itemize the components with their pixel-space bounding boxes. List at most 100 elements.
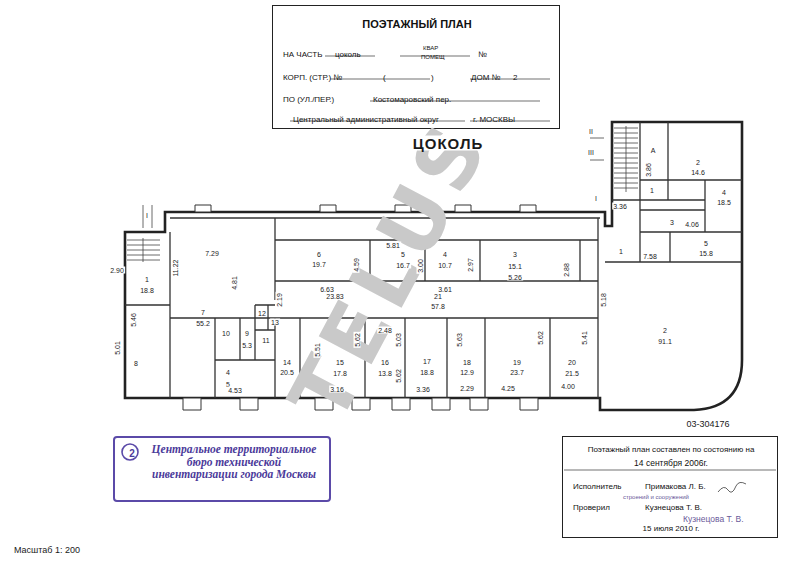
room-label: 5.46	[130, 312, 137, 328]
room-label: 5	[400, 251, 406, 258]
plan-text: Исполнитель	[573, 483, 622, 492]
room-label: 4.59	[353, 257, 360, 273]
plan-text: Проверил	[573, 504, 610, 513]
room-label: 21	[433, 293, 443, 300]
room-label: 1	[649, 187, 655, 194]
room-label: 3.86	[645, 162, 652, 178]
floor-title: ЦОКОЛЬ	[412, 136, 484, 151]
plan-text: Кузнецова Т. В.	[683, 515, 744, 524]
room-label: 4.53	[227, 387, 243, 394]
partition	[605, 122, 742, 262]
title-block: ПОЭТАЖНЫЙ ПЛАН НА ЧАСТЬ цоколь КВАР ПОМЕЩ № КО…	[272, 5, 560, 129]
room-label: 19.7	[311, 261, 327, 268]
room-label: 2.48	[377, 327, 393, 334]
room-label: 21.5	[564, 370, 580, 377]
room-label: 5.03	[395, 332, 402, 348]
room-label: 20.5	[279, 369, 295, 376]
room-label: 18.8	[419, 369, 435, 376]
room-label: 3.16	[329, 386, 345, 393]
room-label: 18.5	[716, 199, 732, 206]
room-label: 5.63	[456, 332, 463, 348]
room-label: 17	[422, 358, 432, 365]
room-label: 13.8	[377, 370, 393, 377]
room-label: A	[650, 147, 657, 154]
room-label: 4.06	[684, 221, 700, 228]
room-label: Масштаб 1: 200	[13, 546, 81, 555]
room-label: 91.1	[657, 338, 673, 345]
room-label: 9	[244, 330, 250, 337]
stair-hatch	[614, 126, 638, 192]
plan-text: ДОМ №	[471, 74, 500, 83]
form-underlines	[290, 56, 550, 121]
room-label: 5.18	[600, 292, 607, 308]
room-label: 15	[335, 359, 345, 366]
plan-text: г. МОСКВЫ	[473, 116, 515, 125]
room-label: 5.26	[507, 274, 523, 281]
room-label: 6.63	[319, 286, 335, 293]
plan-text: Кузнецова Т. В.	[645, 504, 702, 513]
plan-text: Центральное территориальное бюро техниче…	[143, 443, 325, 481]
room-label: 2	[695, 159, 701, 166]
room-label: 18.8	[139, 287, 155, 294]
room-label: 14.6	[690, 169, 706, 176]
plan-text: цоколь	[335, 51, 361, 60]
room-label: I	[145, 212, 149, 219]
room-label: 19	[512, 359, 522, 366]
room-label: 11.22	[172, 259, 179, 278]
room-label: 4.81	[231, 275, 238, 291]
room-label: 5.01	[114, 340, 121, 356]
rule-line	[564, 470, 776, 471]
room-label: 10	[221, 330, 231, 337]
room-label: 15.8	[698, 250, 714, 257]
plan-text: Костомаровский пер.	[373, 96, 451, 105]
plan-text: ПО (УЛ./ПЕР.)	[283, 96, 334, 105]
room-label: 12.9	[459, 369, 475, 376]
room-label: 11	[261, 337, 270, 344]
room-label: 3.61	[437, 286, 453, 293]
room-label: 12	[257, 310, 267, 317]
room-label: II	[588, 128, 594, 135]
plan-text: КОРП. (СТР.) №	[283, 74, 342, 83]
room-label: 7.29	[204, 250, 220, 257]
room-label: 1	[618, 248, 624, 255]
room-label: 4	[721, 189, 727, 196]
room-label: III	[587, 149, 595, 156]
room-label: 2.19	[276, 292, 283, 308]
room-label: 8	[133, 360, 139, 367]
room-label: 20	[567, 359, 577, 366]
room-label: I	[594, 195, 598, 202]
room-label: 10.7	[437, 262, 453, 269]
room-label: 16.7	[395, 262, 411, 269]
window	[195, 205, 536, 212]
room-label: 2.88	[563, 262, 570, 278]
signature	[718, 482, 746, 492]
stamp-circle	[122, 444, 138, 460]
room-label: 3	[512, 251, 518, 258]
plan-text: Центральный административный округ	[293, 116, 439, 125]
plan-text: ПОЭТАЖНЫЙ ПЛАН	[362, 18, 471, 30]
plan-text: )	[431, 74, 434, 83]
room-label: 2.90	[109, 267, 125, 274]
plan-text: ПОМЕЩ	[421, 54, 445, 61]
signature-lines	[564, 470, 776, 492]
stair-hatch	[127, 238, 160, 262]
room-label: 03-304176	[685, 420, 730, 429]
plan-text: (	[383, 74, 386, 83]
plan-text: строений и сооружений	[623, 494, 689, 501]
room-label: 16	[380, 359, 390, 366]
room-label: 13	[270, 319, 280, 326]
room-label: 6	[316, 251, 322, 258]
room-label: 4.25	[500, 385, 516, 392]
room-label: 15.1	[507, 263, 523, 270]
room-label: 3.36	[415, 386, 431, 393]
signature-block: Поэтажный план составлен по состоянию на…	[562, 436, 778, 538]
room-label: 1	[144, 276, 150, 283]
plan-text: №	[478, 51, 487, 60]
room-label: 7	[200, 309, 206, 316]
plan-text: КВАР	[423, 45, 438, 52]
room-label: 4.00	[560, 383, 576, 390]
room-label: 5.41	[581, 330, 588, 346]
plan-text: НА ЧАСТЬ	[283, 51, 322, 60]
room-label: 2	[662, 327, 668, 334]
room-label: 55.2	[195, 320, 211, 327]
